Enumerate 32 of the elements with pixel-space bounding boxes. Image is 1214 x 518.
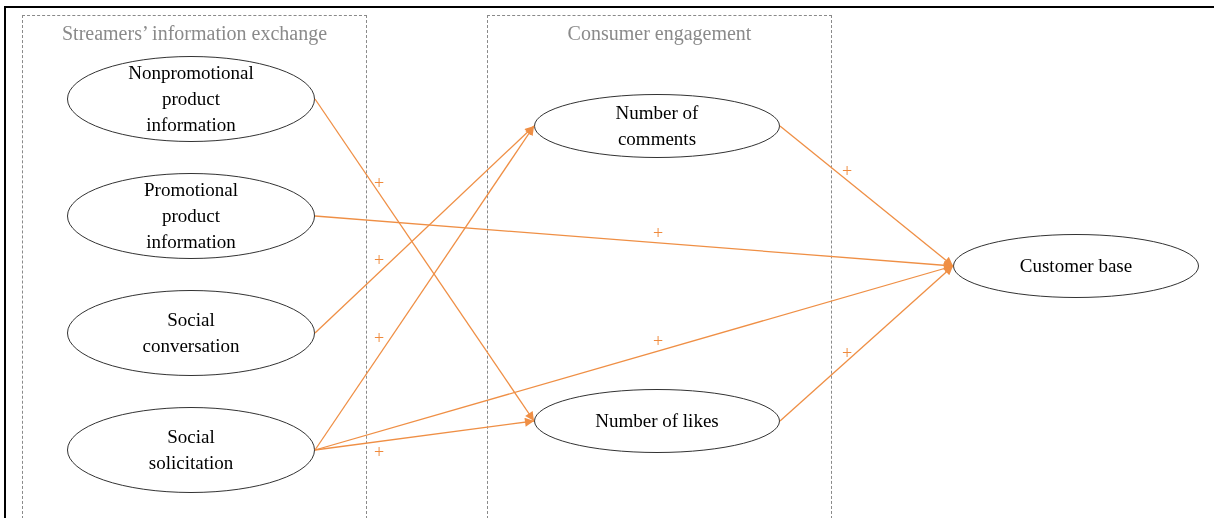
edge-label: + [842, 162, 853, 180]
arrow [314, 125, 535, 451]
edge-label: + [374, 174, 385, 192]
arrow [314, 98, 535, 422]
node-label: Number of comments [614, 101, 700, 151]
arrow [314, 125, 535, 334]
node-label: Social solicitation [147, 425, 235, 475]
group-heading: Streamers’ information exchange [60, 22, 329, 45]
oval-node [534, 389, 780, 453]
oval-node [67, 290, 315, 376]
dashed-group-frame [487, 15, 832, 518]
edge-label: + [653, 332, 664, 350]
edge-label: + [374, 329, 385, 347]
oval-node [67, 407, 315, 493]
oval-node [67, 173, 315, 259]
node-label: Customer base [1018, 254, 1134, 278]
edge-label: + [653, 224, 664, 242]
arrow [779, 265, 954, 422]
arrow [779, 125, 954, 267]
node-label: Nonpromotional product information [127, 61, 255, 137]
arrow [314, 417, 535, 451]
node-label: Social conversation [141, 308, 241, 358]
node-label: Promotional product information [143, 178, 239, 254]
edge-label: + [374, 251, 385, 269]
oval-node [67, 56, 315, 142]
oval-node [953, 234, 1199, 298]
dashed-group-frame [22, 15, 367, 518]
edge-label: + [842, 344, 853, 362]
edge-label: + [374, 443, 385, 461]
group-heading: Consumer engagement [566, 22, 753, 45]
oval-node [534, 94, 780, 158]
node-label: Number of likes [594, 409, 720, 433]
